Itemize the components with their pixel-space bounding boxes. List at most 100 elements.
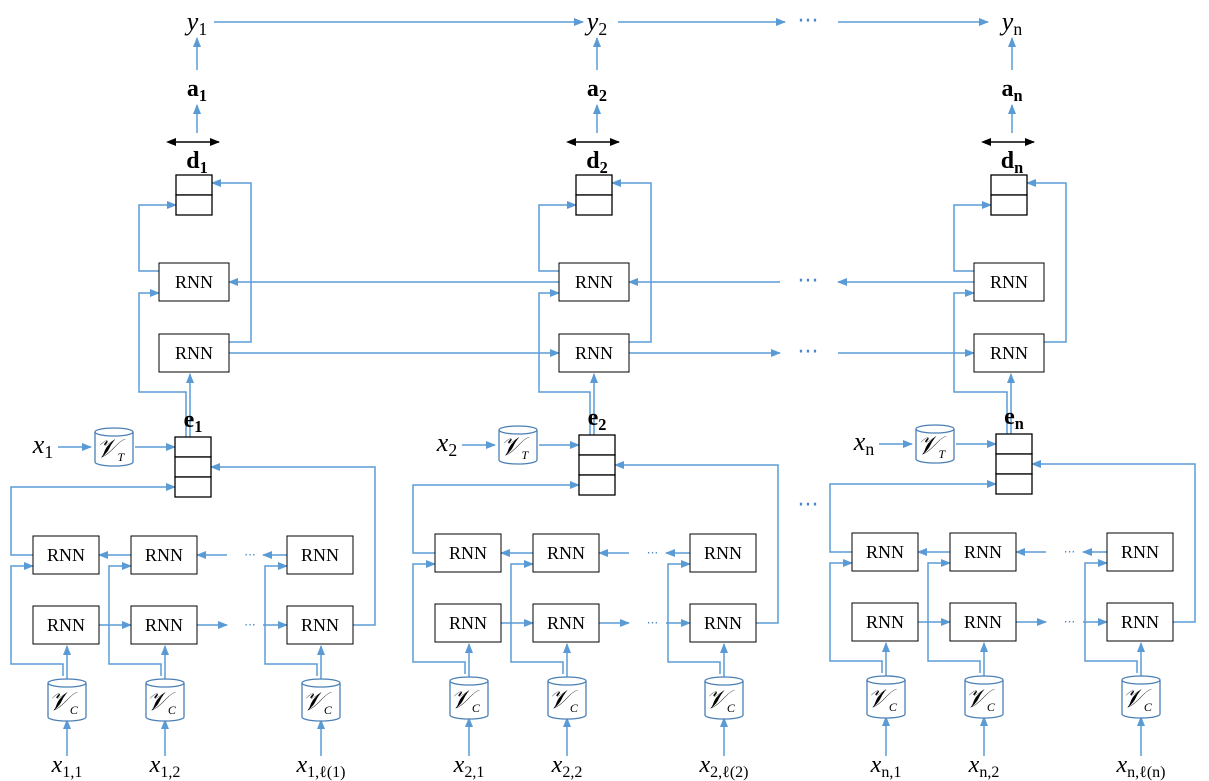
sentence-rnn-backward-3-box (973, 262, 1045, 302)
sentence-rnn-forward-3-box (973, 333, 1045, 373)
word-rnn-backward-1-1-box (32, 535, 100, 575)
word-embedding-3-3-top (1121, 675, 1161, 685)
arrow-word-back-to-e-2 (412, 481, 580, 554)
word-embedding-1-1-label-sub: C (70, 703, 79, 717)
label-e-3-sub: n (1015, 414, 1024, 433)
sentence-input-x-2: x2 (436, 428, 457, 460)
word-rnn-forward-3-2-box (949, 602, 1017, 642)
word-embedding-3-2: 𝒱C (964, 675, 1004, 719)
label-e-2-base: e (588, 405, 599, 431)
arrow-vc-to-back-2-2 (510, 560, 564, 674)
arrow-vc-to-back-2-3 (667, 560, 721, 674)
input-label-1-2-base: x (149, 752, 161, 778)
input-label-3-1-sub: n,1 (881, 764, 901, 781)
word-embedding-2-3-body (704, 681, 744, 720)
word-rnn-forward-2-1: RNN (434, 603, 502, 643)
sentence-input-x-3: xn (853, 427, 875, 459)
label-d-1: d1 (186, 148, 208, 177)
word-embedding-2-1: 𝒱C (449, 676, 489, 720)
sentence-input-x-2-base: x (436, 428, 449, 457)
word-rnn-forward-2-2: RNN (532, 603, 600, 643)
word-rnn-backward-1-1-label: RNN (47, 545, 85, 565)
input-label-1-1: x1,1 (51, 752, 83, 781)
label-e-1-base: e (184, 407, 195, 433)
sentence-rnn-forward-2: RNN (558, 333, 630, 373)
word-rnn-backward-1-3: RNN (286, 535, 354, 575)
arrow-vc-to-back-1-3 (264, 562, 318, 676)
word-rnn-backward-1-2-label: RNN (145, 545, 183, 565)
word-rnn-forward-3-1: RNN (851, 602, 919, 642)
sentence-rnn-backward-3: RNN (973, 262, 1045, 302)
output-y-2-base: y (584, 7, 599, 36)
word-embedding-3-1-top (866, 675, 906, 685)
label-e-1: e1 (184, 407, 203, 436)
label-d-3-base: d (1001, 148, 1015, 174)
arrow-word-back-to-e-3 (829, 480, 997, 553)
stack-e-3-cell-3 (995, 473, 1033, 495)
label-d-3: dn (1001, 148, 1023, 177)
label-e-2-sub: 2 (598, 415, 606, 434)
input-label-1-2-sub: 1,2 (160, 764, 180, 781)
word-embedding-1-2-top (145, 678, 185, 688)
word-embedding-3-2-top (964, 675, 1004, 685)
sentence-input-x-2-sub: 2 (448, 440, 457, 460)
sentence-fwd-ellipsis: ··· (798, 340, 819, 365)
word-rnn-backward-3-3-box (1106, 532, 1174, 572)
label-e-3-base: e (1004, 404, 1015, 430)
word-rnn-backward-3-2: RNN (949, 532, 1017, 572)
word-rnn-forward-3-1-box (851, 602, 919, 642)
input-label-3-1: xn,1 (870, 752, 902, 781)
word-embedding-2-2: 𝒱C (547, 676, 587, 720)
sentence-rnn-forward-1-box (158, 333, 230, 373)
word-rnn-forward-3-3-box (1106, 602, 1174, 642)
input-label-1-1-sub: 1,1 (62, 764, 82, 781)
sentence-rnn-forward-1-label: RNN (175, 343, 213, 363)
word-rnn-forward-1-1-box (32, 605, 100, 645)
stack-e-3-cell-1 (995, 433, 1033, 455)
sentence-rnn-backward-2: RNN (558, 262, 630, 302)
word-rnn-backward-1-3-label: RNN (301, 545, 339, 565)
word-embedding-3-2-label-sub: C (987, 700, 996, 714)
arrow-vc-to-back-2-1 (412, 560, 466, 674)
input-label-2-1-base: x (453, 752, 465, 778)
sentence-rnn-backward-2-label: RNN (575, 272, 613, 292)
word-rnn-forward-3-2-label: RNN (964, 612, 1002, 632)
input-label-2-2-base: x (551, 752, 563, 778)
label-a-3-base: a (1001, 76, 1013, 102)
label-a-1: a1 (187, 76, 207, 105)
word-embedding-3-3-body (1121, 680, 1161, 719)
word-rnn-backward-2-1-label: RNN (449, 543, 487, 563)
word-rnn-backward-3-1-box (851, 532, 919, 572)
group-ellipsis: ··· (798, 493, 819, 518)
label-e-3: en (1004, 404, 1024, 433)
stack-d-3-cell-1 (990, 174, 1028, 196)
word-rnn-forward-2-3-label: RNN (704, 613, 742, 633)
word-rnn-forward-2-3: RNN (689, 603, 757, 643)
sentence-embedding-3-label-sub: T (938, 447, 946, 461)
sentence-embedding-3-top (915, 424, 955, 434)
word-rnn-backward-3-3-label: RNN (1121, 542, 1159, 562)
stack-e-1-cell-3 (174, 476, 212, 498)
word-embedding-2-1-label-sub: C (472, 701, 481, 715)
input-label-1-3: x1,ℓ(1) (296, 752, 346, 781)
word-rnn-forward-2-2-box (532, 603, 600, 643)
input-label-2-3-base: x (699, 752, 711, 778)
word-rnn-backward-3-2-label: RNN (964, 542, 1002, 562)
label-a-1-sub: 1 (199, 86, 207, 105)
arrow-vc-to-back-1-1 (10, 562, 64, 676)
input-label-3-3-sub: n,ℓ(n) (1127, 764, 1165, 781)
word-fwd-ellipsis-3: ··· (1064, 615, 1075, 629)
sentence-input-x-3-sub: n (865, 439, 874, 459)
word-rnn-backward-1-1: RNN (32, 535, 100, 575)
word-embedding-3-1-body (866, 680, 906, 719)
output-y-2-sub: 2 (598, 19, 607, 39)
input-label-2-2: x2,2 (551, 752, 583, 781)
sentence-rnn-backward-3-label: RNN (990, 272, 1028, 292)
label-a-1-base: a (187, 76, 199, 102)
word-embedding-1-1-body (47, 683, 87, 722)
arrow-e-to-back-1 (138, 289, 187, 437)
word-rnn-forward-2-2-label: RNN (547, 613, 585, 633)
sentence-embedding-1-label-sub: T (117, 450, 125, 464)
input-label-3-3-base: x (1116, 752, 1128, 778)
arrow-back-to-d-3 (953, 201, 992, 272)
